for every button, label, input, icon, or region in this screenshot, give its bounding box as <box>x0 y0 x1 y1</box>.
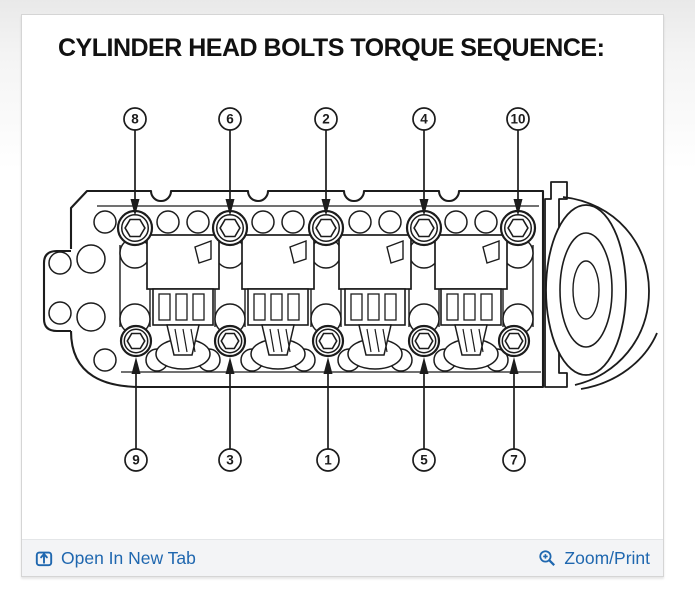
cam-journal-circle <box>502 303 534 335</box>
head-bolt <box>211 209 249 247</box>
zoom-print-label: Zoom/Print <box>564 547 650 568</box>
torque-sequence-label-6: 6 <box>218 107 242 216</box>
right-end-sweep <box>580 332 658 390</box>
svg-text:4: 4 <box>420 112 428 127</box>
valve-spring-circle <box>444 210 468 234</box>
open-in-new-tab-link[interactable]: Open In New Tab <box>35 548 196 569</box>
cam-journal-circle <box>502 237 534 269</box>
valve-spring-circle <box>474 210 498 234</box>
valve-spring-circle <box>281 210 305 234</box>
valve-spring-circle <box>251 210 275 234</box>
zoom-print-link[interactable]: Zoom/Print <box>538 548 650 569</box>
image-viewer-panel: CYLINDER HEAD BOLTS TORQUE SEQUENCE: 8 6 <box>21 14 664 577</box>
cam-journal-circle <box>119 303 151 335</box>
cylinder-head-drawing: 8 6 2 4 10 9 3 1 5 7 <box>42 107 658 472</box>
left-bracket-hole <box>76 302 106 332</box>
left-bracket-hole <box>48 301 72 325</box>
svg-text:8: 8 <box>131 112 139 127</box>
head-outline <box>69 189 545 389</box>
torque-sequence-label-5: 5 <box>412 357 436 472</box>
valve-spring-circle <box>240 348 264 372</box>
svg-text:2: 2 <box>322 112 330 127</box>
cam-end-ring <box>545 204 627 376</box>
rocker-assembly <box>434 234 508 370</box>
torque-sequence-label-4: 4 <box>412 107 436 216</box>
valve-spring-circle <box>433 348 457 372</box>
head-bolt <box>497 324 531 358</box>
head-bolt <box>407 324 441 358</box>
open-in-new-tab-label: Open In New Tab <box>61 547 196 568</box>
head-bolt <box>405 209 443 247</box>
torque-sequence-label-8: 8 <box>123 107 147 216</box>
rocker-assembly <box>146 234 220 370</box>
torque-sequence-label-3: 3 <box>218 357 242 472</box>
rocker-assembly <box>338 234 412 370</box>
svg-text:3: 3 <box>226 453 234 468</box>
left-bracket <box>42 249 71 333</box>
head-bolt <box>116 209 154 247</box>
left-bracket-hole <box>48 251 72 275</box>
head-bolt <box>213 324 247 358</box>
svg-text:9: 9 <box>132 453 140 468</box>
cam-journal-circle <box>408 237 440 269</box>
cam-journal-circle <box>408 303 440 335</box>
right-end-bulge <box>562 196 650 386</box>
left-bracket-hole <box>76 244 106 274</box>
valve-spring-circle <box>292 348 316 372</box>
valve-spring-circle <box>378 210 402 234</box>
cam-journal-circle <box>214 237 246 269</box>
torque-sequence-label-1: 1 <box>316 357 340 472</box>
valve-spring-circle <box>156 210 180 234</box>
valve-spring-circle <box>337 348 361 372</box>
cam-end-ring <box>572 260 600 320</box>
svg-text:6: 6 <box>226 112 234 127</box>
torque-sequence-label-2: 2 <box>314 107 338 216</box>
cam-journal-circle <box>310 237 342 269</box>
valve-spring-circle <box>485 348 509 372</box>
valve-spring-circle <box>389 348 413 372</box>
svg-text:1: 1 <box>324 453 332 468</box>
valve-spring-circle <box>197 348 221 372</box>
page-title: CYLINDER HEAD BOLTS TORQUE SEQUENCE: <box>58 34 605 62</box>
cam-journal-circle <box>310 303 342 335</box>
svg-text:5: 5 <box>420 453 428 468</box>
torque-sequence-label-10: 10 <box>506 107 530 216</box>
open-in-new-tab-icon <box>35 549 53 567</box>
valve-spring-circle <box>93 210 117 234</box>
svg-text:7: 7 <box>510 453 518 468</box>
head-bolt <box>119 324 153 358</box>
svg-text:10: 10 <box>511 112 526 127</box>
head-bolt <box>307 209 345 247</box>
valve-spring-circle <box>186 210 210 234</box>
head-bolt <box>311 324 345 358</box>
cam-end-ring <box>559 232 613 348</box>
head-bolt <box>499 209 537 247</box>
torque-sequence-label-7: 7 <box>502 357 526 472</box>
cam-journal-circle <box>214 303 246 335</box>
viewer-toolbar: Open In New Tab Zoom/Print <box>22 539 663 576</box>
torque-sequence-label-9: 9 <box>124 357 148 472</box>
valve-spring-circle <box>93 348 117 372</box>
valve-spring-circle <box>145 348 169 372</box>
valve-spring-circle <box>348 210 372 234</box>
cam-journal-circle <box>119 237 151 269</box>
zoom-plus-icon <box>538 549 556 567</box>
rocker-assembly <box>241 234 315 370</box>
right-cap <box>544 181 568 388</box>
